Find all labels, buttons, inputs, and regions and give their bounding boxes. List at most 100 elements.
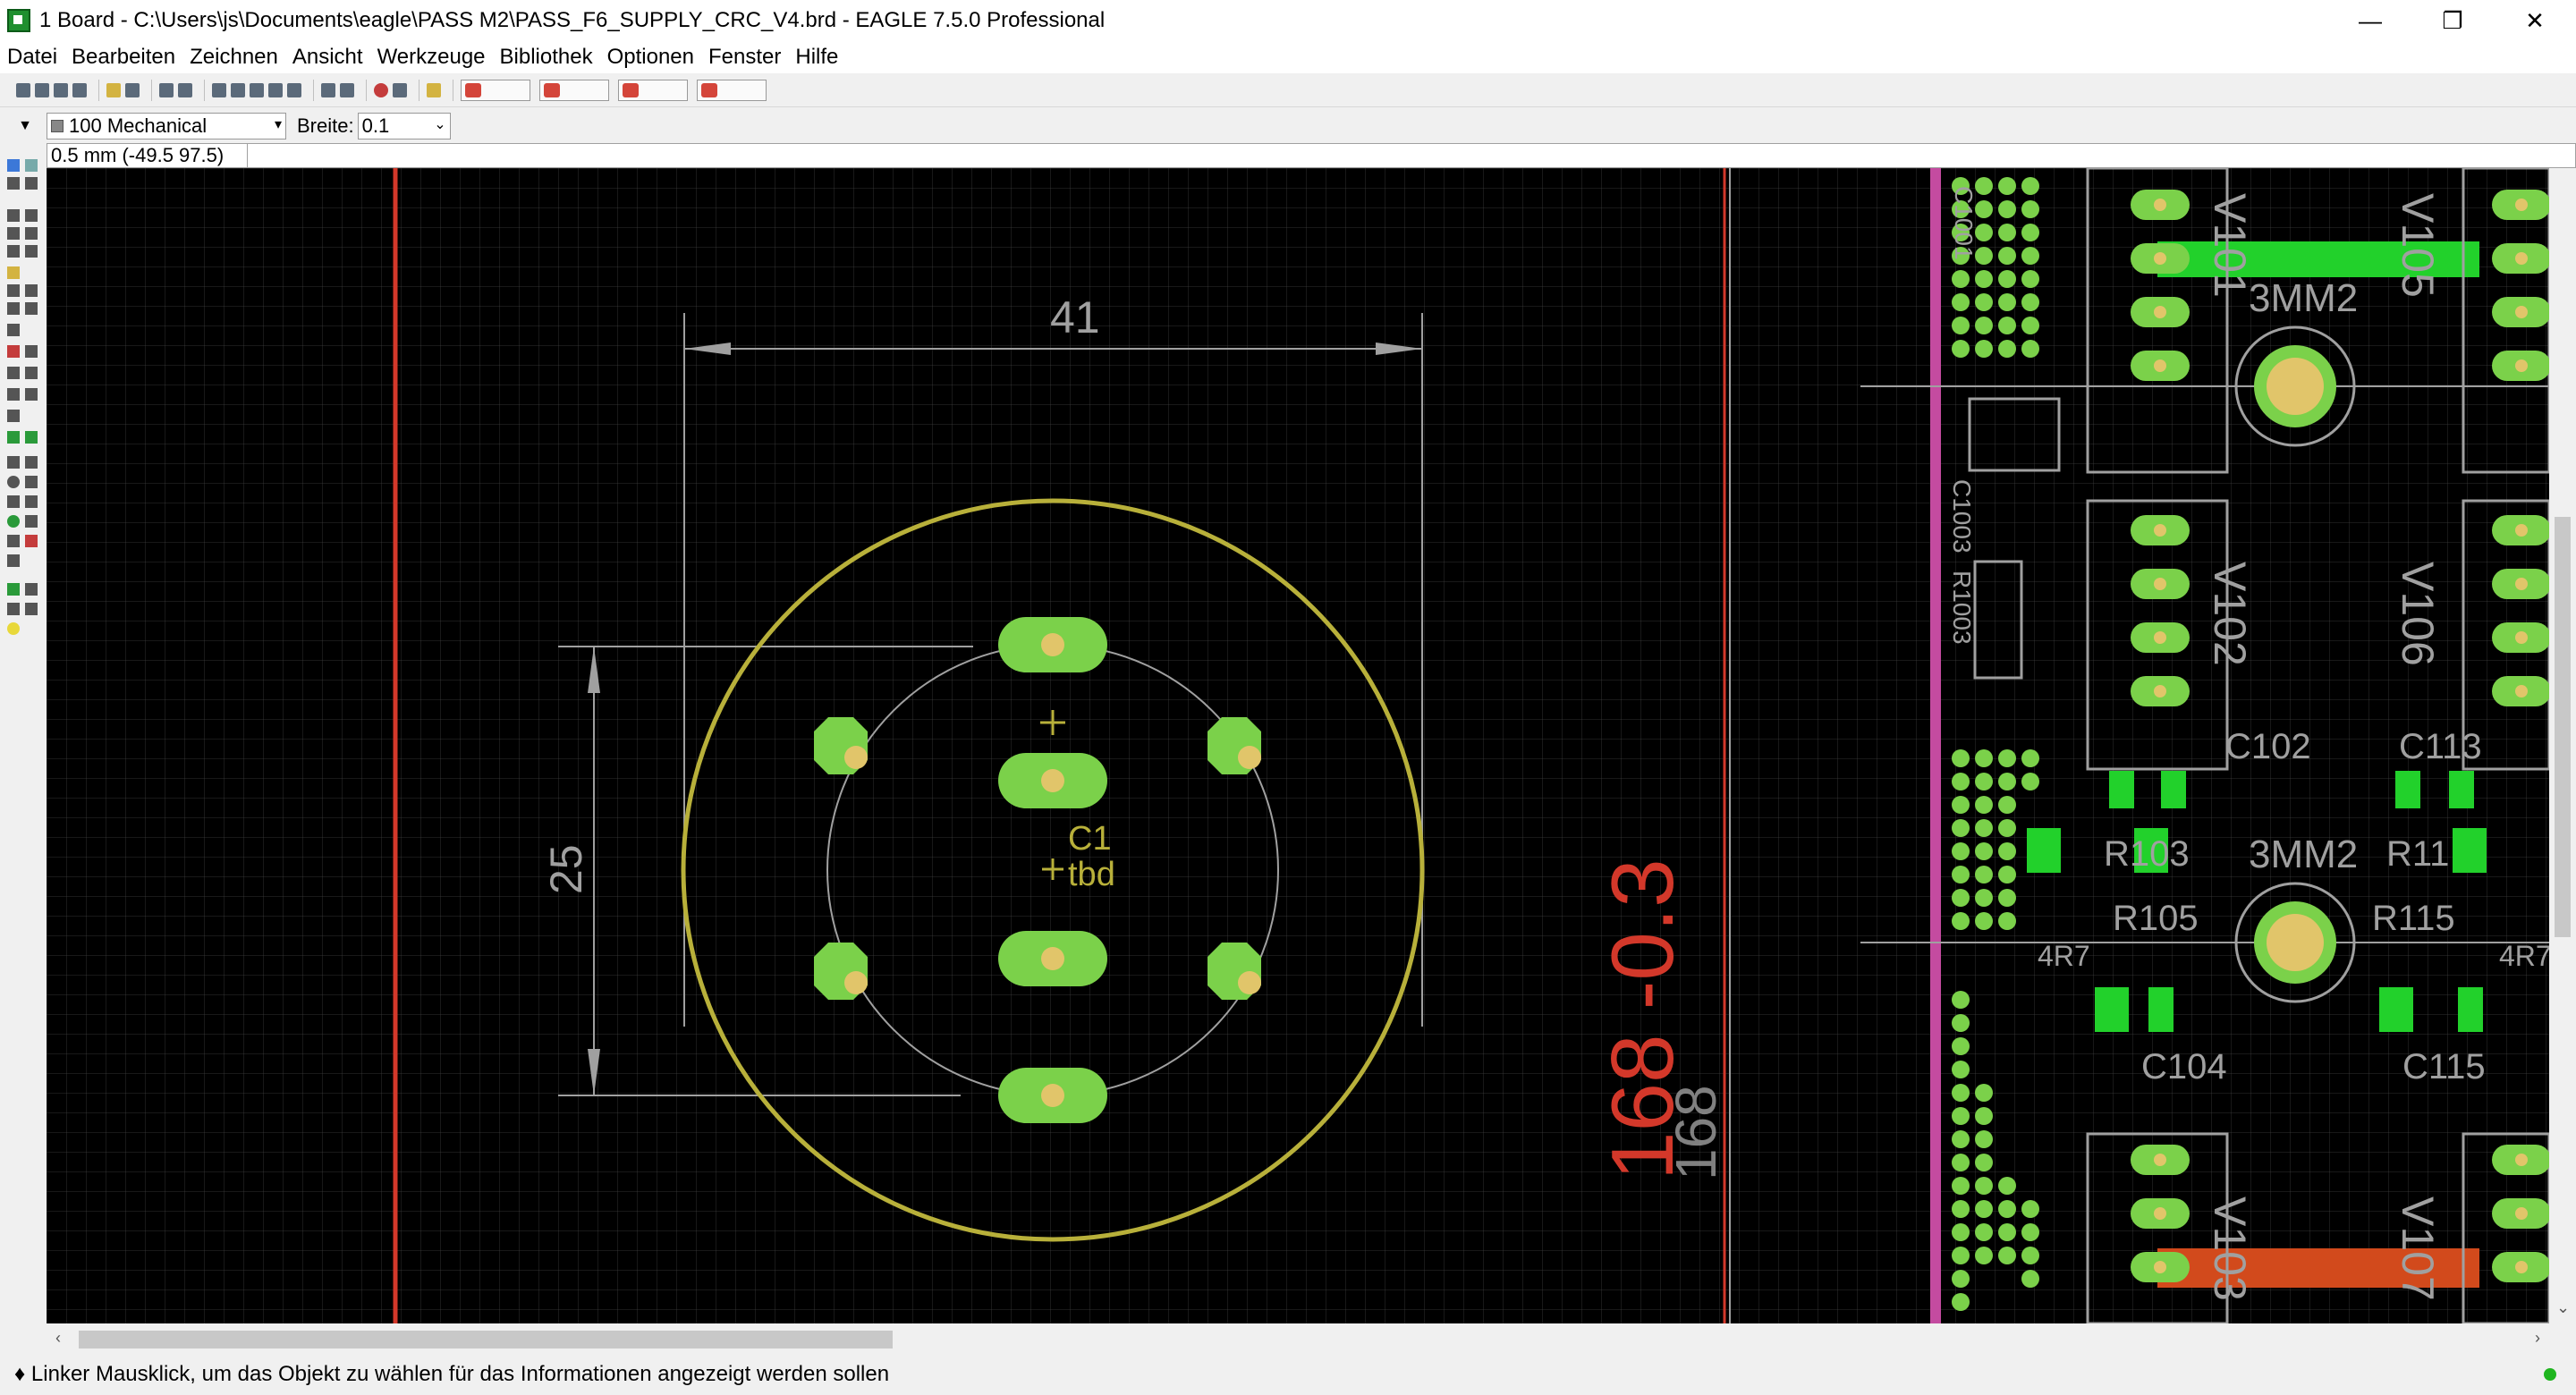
move-tool-icon[interactable] <box>7 209 20 222</box>
autorouter-tool-icon[interactable] <box>25 431 38 444</box>
optimize-tool-icon[interactable] <box>7 388 20 401</box>
design-link-button[interactable] <box>539 79 609 101</box>
change-tool-icon[interactable] <box>25 245 38 258</box>
toolbar-separator <box>204 79 205 101</box>
zoom-redraw-icon[interactable] <box>268 82 283 97</box>
cam-icon[interactable] <box>72 82 87 97</box>
erc-tool-icon[interactable] <box>7 603 20 615</box>
ulp-icon[interactable] <box>125 82 140 97</box>
horizontal-scrollbar[interactable]: ‹ › <box>47 1323 2549 1354</box>
zoom-fit-icon[interactable] <box>212 82 226 97</box>
idf-to-3d-button[interactable] <box>697 79 767 101</box>
add-tool-icon[interactable] <box>25 284 38 297</box>
menu-werkzeuge[interactable]: Werkzeuge <box>377 45 486 69</box>
mounting-hole-drill <box>2267 914 2324 971</box>
menu-datei[interactable]: Datei <box>7 45 58 69</box>
menu-ansicht[interactable]: Ansicht <box>292 45 363 69</box>
split-tool-icon[interactable] <box>7 367 20 379</box>
dimension-tool-icon[interactable] <box>7 554 20 567</box>
name-tool-icon[interactable] <box>7 324 20 336</box>
route-tool-icon[interactable] <box>25 388 38 401</box>
layer-icon[interactable] <box>178 82 192 97</box>
rotate-tool-icon[interactable] <box>25 227 38 240</box>
auto-tool-icon[interactable] <box>25 583 38 596</box>
pcb-label-3mm2-bottom: 3MM2 <box>2249 833 2358 876</box>
menu-zeichnen[interactable]: Zeichnen <box>190 45 278 69</box>
toolbar-menu-arrow-icon[interactable]: ▼ <box>18 118 32 133</box>
pad-drill <box>1041 633 1064 656</box>
board-canvas[interactable]: 41 25 <box>47 168 2549 1323</box>
pcb-quote-button[interactable] <box>618 79 688 101</box>
close-button[interactable]: ✕ <box>2525 6 2545 34</box>
width-select[interactable]: 0.1 ⌄ <box>357 113 451 140</box>
circle-tool-icon[interactable] <box>7 476 20 488</box>
via-tool-icon[interactable] <box>7 515 20 528</box>
menu-hilfe[interactable]: Hilfe <box>795 45 839 69</box>
command-input[interactable] <box>248 144 2575 167</box>
drc-tool-icon[interactable] <box>25 603 38 615</box>
value-tool-icon[interactable] <box>7 345 20 358</box>
ratsnest-tool-icon[interactable] <box>7 583 20 596</box>
group-tool-icon[interactable] <box>7 245 20 258</box>
show-tool-icon[interactable] <box>25 159 38 172</box>
layer-select[interactable]: 100 Mechanical ▾ <box>47 113 286 140</box>
info-tool-icon[interactable] <box>7 159 20 172</box>
miter-tool-icon[interactable] <box>25 367 38 379</box>
text-tool-icon[interactable] <box>25 456 38 469</box>
signal-tool-icon[interactable] <box>25 515 38 528</box>
line-tool-icon[interactable] <box>7 456 20 469</box>
zoom-select-icon[interactable] <box>287 82 301 97</box>
delete-tool-icon[interactable] <box>7 284 20 297</box>
pcb-label-c104: C104 <box>2141 1047 2227 1086</box>
origin-cross <box>1040 710 1065 735</box>
scroll-right-icon[interactable]: › <box>2535 1329 2540 1347</box>
smash-tool-icon[interactable] <box>25 345 38 358</box>
dim-width-label: 41 <box>1050 292 1100 342</box>
stop-icon[interactable] <box>374 82 388 97</box>
menu-bearbeiten[interactable]: Bearbeiten <box>72 45 176 69</box>
minimize-button[interactable]: — <box>2359 6 2382 34</box>
use-library-icon[interactable] <box>159 82 174 97</box>
restore-button[interactable]: ❐ <box>2442 6 2463 34</box>
paste-tool-icon[interactable] <box>7 266 20 279</box>
vertical-scrollbar[interactable]: ⌄ <box>2549 168 2576 1323</box>
open-icon[interactable] <box>16 82 30 97</box>
scroll-down-icon[interactable]: ⌄ <box>2556 1298 2571 1316</box>
undo-icon[interactable] <box>321 82 335 97</box>
vertical-scrollbar-thumb[interactable] <box>2555 517 2571 937</box>
replace-tool-icon[interactable] <box>7 302 20 315</box>
ripup-tool-icon[interactable] <box>7 410 20 422</box>
mirror-tool-icon[interactable] <box>7 227 20 240</box>
go-icon[interactable] <box>393 82 407 97</box>
part-name-label: C1 <box>1068 820 1112 858</box>
pcb-label-c102: C102 <box>2225 727 2311 766</box>
menu-optionen[interactable]: Optionen <box>606 45 694 69</box>
copy-tool-icon[interactable] <box>25 209 38 222</box>
save-icon[interactable] <box>35 82 49 97</box>
dim-arrow-top <box>588 647 600 693</box>
arc-tool-icon[interactable] <box>25 476 38 488</box>
menu-bibliothek[interactable]: Bibliothek <box>499 45 593 69</box>
wire-tool-icon[interactable] <box>7 431 20 444</box>
errors-tool-icon[interactable] <box>7 622 20 635</box>
zoom-in-icon[interactable] <box>231 82 245 97</box>
scroll-left-icon[interactable]: ‹ <box>55 1329 61 1347</box>
mark-tool-icon[interactable] <box>25 177 38 190</box>
lock-tool-icon[interactable] <box>25 302 38 315</box>
rect-tool-icon[interactable] <box>7 495 20 508</box>
print-icon[interactable] <box>54 82 68 97</box>
pcb-service-button[interactable] <box>461 79 530 101</box>
attribute-tool-icon[interactable] <box>25 535 38 547</box>
help-icon[interactable] <box>427 82 441 97</box>
hole-tool-icon[interactable] <box>7 535 20 547</box>
menu-bar: Datei Bearbeiten Zeichnen Ansicht Werkze… <box>0 41 2576 73</box>
zoom-out-icon[interactable] <box>250 82 264 97</box>
board-dimension-gray: 168 <box>1664 1085 1728 1180</box>
polygon-tool-icon[interactable] <box>25 495 38 508</box>
redo-icon[interactable] <box>340 82 354 97</box>
script-icon[interactable] <box>106 82 121 97</box>
menu-fenster[interactable]: Fenster <box>708 45 782 69</box>
display-tool-icon[interactable] <box>7 177 20 190</box>
horizontal-scrollbar-thumb[interactable] <box>79 1331 893 1348</box>
window-title: 1 Board - C:\Users\js\Documents\eagle\PA… <box>39 8 1106 32</box>
